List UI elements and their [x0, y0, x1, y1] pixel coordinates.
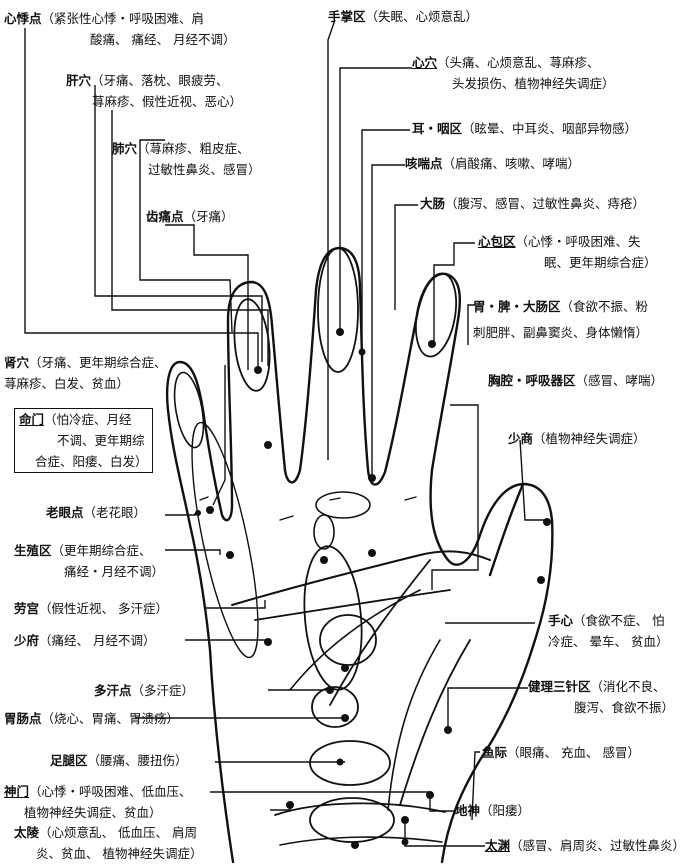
- label-dachang: 大肠（腹泻、感冒、过敏性鼻炎、痔疮）: [420, 196, 646, 211]
- label-ganxue: 肝穴（牙痛、落枕、眼疲劳、 荨麻疹、假性近视、恶心）: [66, 73, 243, 109]
- label-feixue: 肺穴（荨麻疹、粗皮症、 过敏性鼻炎、感冒）: [112, 141, 261, 177]
- label-laoyandian: 老眼点（老花眼）: [46, 505, 147, 520]
- label-shouxin: 手心（食欲不症、 怕 冷症、 晕车、 贫血）: [548, 613, 669, 649]
- label-yuji: 鱼际（眼痛、 充血、 感冒）: [482, 745, 640, 760]
- label-xinjidian: 心悸点（紧张性心悸・呼吸困难、肩 酸痛、 痛经、 月经不调）: [4, 11, 236, 47]
- label-duohandian: 多汗点（多汗症）: [94, 683, 195, 698]
- label-shenmen: 神门（心悸・呼吸困难、低血压、 植物神经失调症、贫血）: [4, 784, 192, 820]
- label-shengzhiqu: 生殖区（更年期综合症、 痛经・月经不调）: [14, 543, 165, 579]
- label-kechuandian: 咳喘点（肩酸痛、咳嗽、哮喘）: [405, 156, 581, 171]
- label-shaoshang: 少商（植物神经失调症）: [508, 431, 646, 446]
- label-xinbaoqu: 心包区（心悸・呼吸困难、失 眠、更年期综合症）: [478, 234, 657, 270]
- label-xinxue: 心穴（头痛、心烦意乱、荨麻疹、 头发损伤、植物神经失调症）: [412, 55, 615, 91]
- label-shouzhangqu: 手掌区（失眠、心烦意乱）: [328, 9, 479, 24]
- label-zugenqu: 足腿区（腰痛、腰扭伤）: [50, 753, 188, 768]
- label-tailing: 太陵（心烦意乱、 低血压、 肩周 炎、贫血、 植物神经失调症）: [14, 825, 203, 861]
- label-xiongqianghuxiqiqu: 胸腔・呼吸器区（感冒、哮喘）: [488, 373, 664, 388]
- label-chitongdian: 齿痛点（牙痛）: [146, 209, 234, 224]
- label-shaofu: 少府（痛经、 月经不调）: [14, 633, 156, 648]
- label-eryanqu: 耳・咽区（眩晕、中耳炎、咽部异物感）: [412, 121, 638, 136]
- label-shenxue: 肾穴（牙痛、更年期综合症、 荨麻疹、白发、贫血）: [4, 355, 167, 391]
- label-taiyuan: 太渊（感冒、肩周炎、过敏性鼻炎）: [485, 838, 686, 853]
- label-weipidachangqu: 胃・脾・大肠区（食欲不振、粉 刺肥胖、副鼻窦炎、身体懒惰）: [473, 299, 649, 340]
- label-mingmen: 命门（怕冷症、月经 不调、更年期综 合症、阳痿、白发）: [14, 408, 153, 473]
- label-weichangdian: 胃肠点（烧心、胃痛、胃溃疡）: [4, 711, 180, 726]
- label-laogong: 劳宫（假性近视、 多汗症）: [14, 601, 168, 616]
- label-dishen: 地神（阳痿）: [455, 803, 531, 818]
- label-weichangsanzhenqu: 健理三针区（消化不良、 腹泻、食欲不振）: [528, 679, 675, 715]
